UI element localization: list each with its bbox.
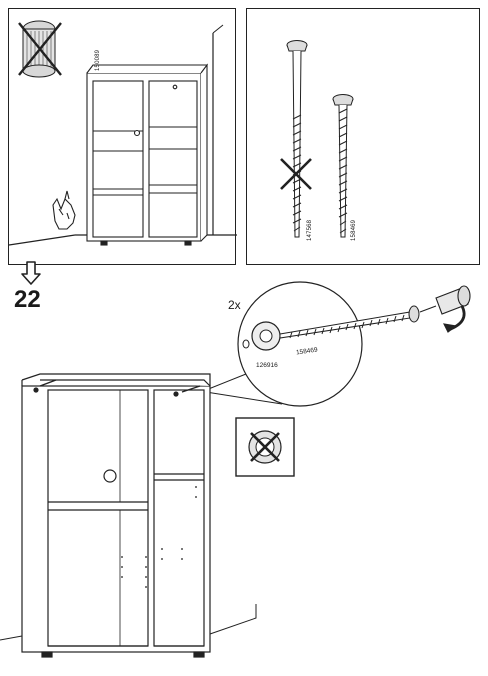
screw-selection-panel: 147568 158469 xyxy=(246,8,480,265)
long-screw-sketch xyxy=(286,40,308,238)
bookcase-main xyxy=(21,373,211,658)
screw-comparison xyxy=(280,40,354,238)
detail-magnifier xyxy=(237,281,363,407)
detail-screw-sketch xyxy=(279,305,420,339)
bookcase-sketch xyxy=(86,63,209,246)
short-screw-sketch xyxy=(332,94,354,238)
room-illustration-panel: 150089 xyxy=(8,8,237,265)
screwdriver-icon xyxy=(419,285,471,333)
room-illustration xyxy=(8,20,237,246)
cross-icon xyxy=(280,158,312,190)
code-detail-washer: 126916 xyxy=(256,362,278,369)
no-cam-lock-icon xyxy=(235,417,295,477)
down-arrow-icon xyxy=(21,261,41,285)
washer-sketch xyxy=(242,321,281,351)
quantity-label: 2x xyxy=(228,298,241,312)
hand-touch-icon xyxy=(52,190,76,230)
step-number: 22 xyxy=(14,286,41,313)
no-tool-icon xyxy=(18,20,62,78)
